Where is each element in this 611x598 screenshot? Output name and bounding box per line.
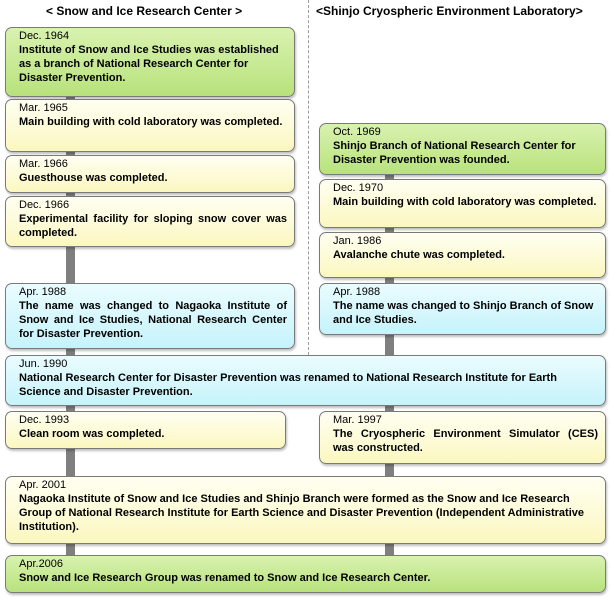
event-text: Main building with cold laboratory was c… <box>333 196 597 208</box>
event-text: Nagaoka Institute of Snow and Ice Studie… <box>19 493 584 533</box>
event-dec-1964: Dec. 1964 Institute of Snow and Ice Stud… <box>5 27 295 97</box>
event-apr-1988-shinjo: Apr. 1988 The name was changed to Shinjo… <box>319 283 606 335</box>
event-date: Mar. 1997 <box>333 414 382 426</box>
event-apr-2006: Apr.2006 Snow and Ice Research Group was… <box>5 555 606 593</box>
event-text: The name was changed to Shinjo Branch of… <box>333 300 594 326</box>
event-apr-2001: Apr. 2001 Nagaoka Institute of Snow and … <box>5 476 606 544</box>
event-text: Avalanche chute was completed. <box>333 249 505 261</box>
event-date: Oct. 1969 <box>333 126 381 138</box>
right-column-title: <Shinjo Cryospheric Environment Laborato… <box>316 4 583 18</box>
left-column-title: < Snow and Ice Research Center > <box>46 4 243 18</box>
event-mar-1965: Mar. 1965 Main building with cold labora… <box>5 99 295 152</box>
event-text: Shinjo Branch of National Research Cente… <box>333 140 576 166</box>
event-date: Mar. 1966 <box>19 158 68 170</box>
event-text: The Cryospheric Environment Simulator (C… <box>333 428 598 454</box>
event-text: Institute of Snow and Ice Studies was es… <box>19 44 279 84</box>
event-text: Clean room was completed. <box>19 428 165 440</box>
event-date: Dec. 1964 <box>19 30 70 42</box>
event-text: National Research Center for Disaster Pr… <box>19 372 557 398</box>
event-date: Apr.2006 <box>19 558 64 570</box>
event-text: The name was changed to Nagaoka Institut… <box>19 300 287 340</box>
event-date: Jun. 1990 <box>19 358 68 370</box>
event-text: Snow and Ice Research Group was renamed … <box>19 572 431 584</box>
event-date: Dec. 1993 <box>19 414 70 426</box>
event-mar-1966: Mar. 1966 Guesthouse was completed. <box>5 155 295 193</box>
event-text: Experimental facility for sloping snow c… <box>19 213 287 239</box>
event-dec-1970: Dec. 1970 Main building with cold labora… <box>319 179 606 228</box>
event-date: Mar. 1965 <box>19 102 68 114</box>
event-mar-1997: Mar. 1997 The Cryospheric Environment Si… <box>319 411 606 464</box>
event-dec-1993: Dec. 1993 Clean room was completed. <box>5 411 286 449</box>
event-jan-1986: Jan. 1986 Avalanche chute was completed. <box>319 232 606 278</box>
event-date: Dec. 1966 <box>19 199 70 211</box>
event-apr-1988-nagaoka: Apr. 1988 The name was changed to Nagaok… <box>5 283 295 349</box>
event-dec-1966: Dec. 1966 Experimental facility for slop… <box>5 196 295 247</box>
event-oct-1969: Oct. 1969 Shinjo Branch of National Rese… <box>319 123 606 175</box>
event-date: Apr. 1988 <box>19 286 67 298</box>
event-text: Main building with cold laboratory was c… <box>19 116 283 128</box>
event-date: Jan. 1986 <box>333 235 382 247</box>
event-date: Dec. 1970 <box>333 182 384 194</box>
event-date: Apr. 1988 <box>333 286 381 298</box>
event-text: Guesthouse was completed. <box>19 172 168 184</box>
event-jun-1990: Jun. 1990 National Research Center for D… <box>5 355 606 406</box>
column-divider <box>308 0 309 355</box>
event-date: Apr. 2001 <box>19 479 67 491</box>
